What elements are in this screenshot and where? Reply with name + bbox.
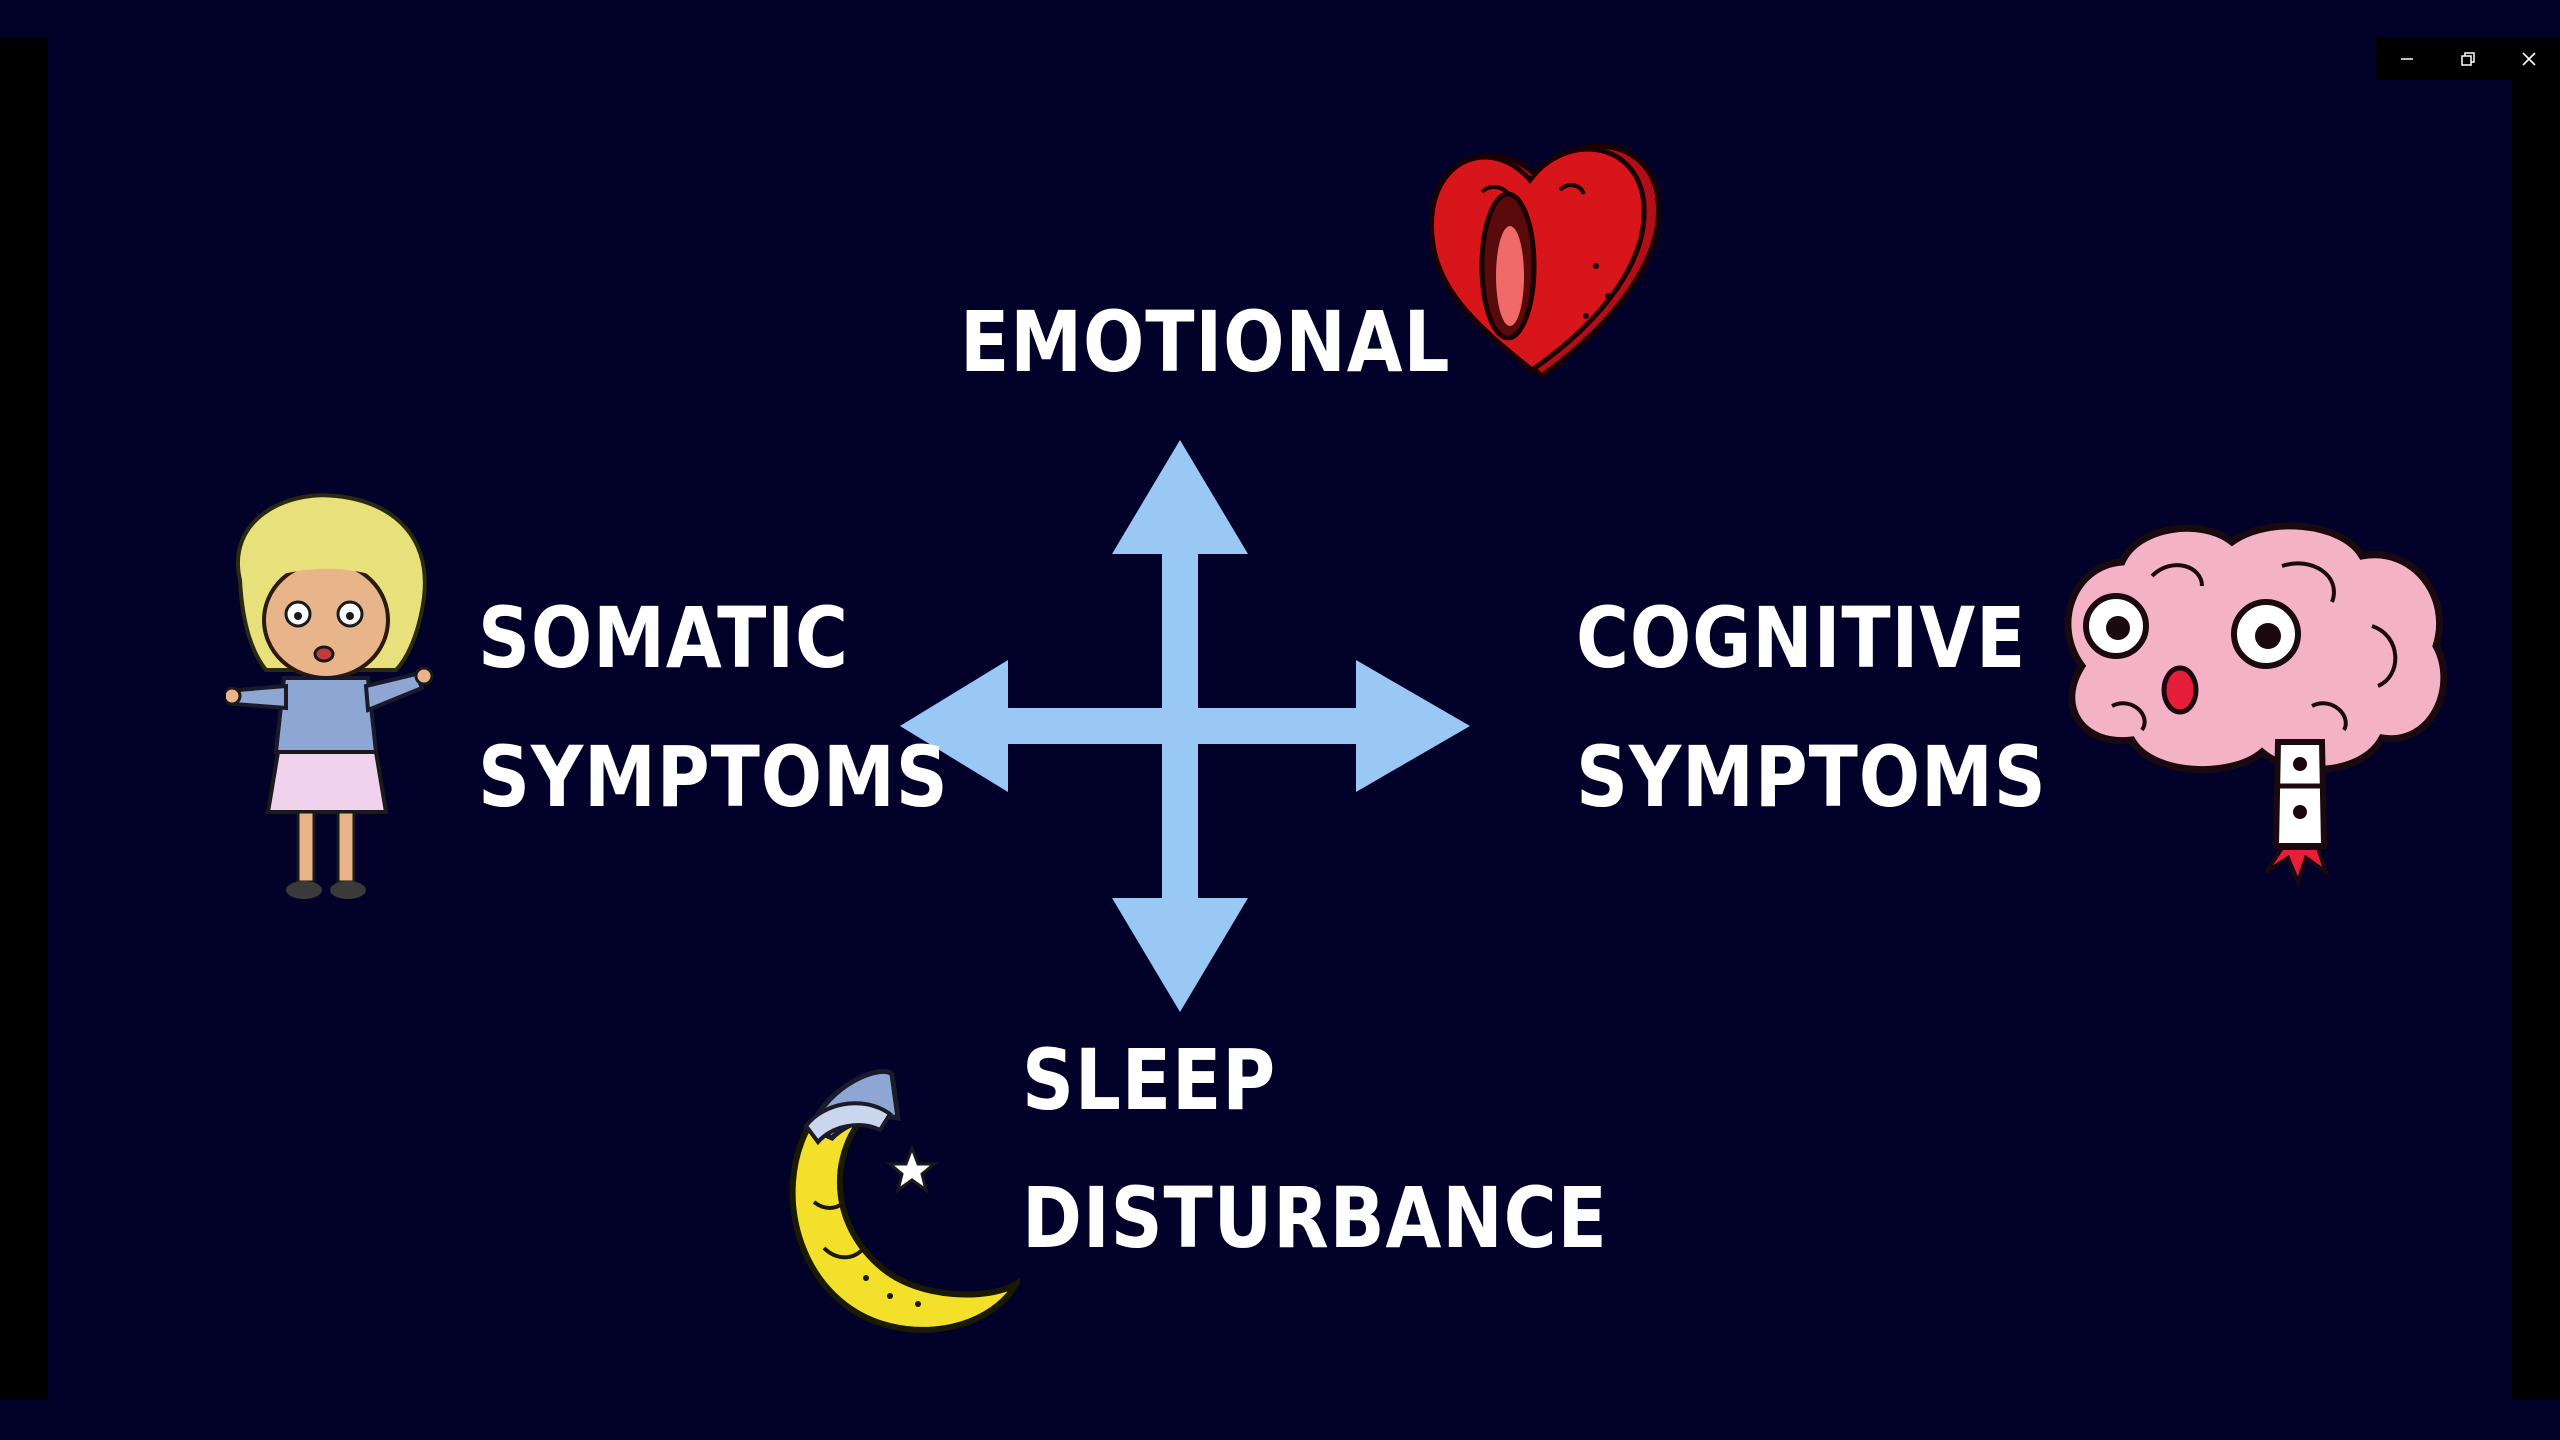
letterbox-right — [2512, 38, 2560, 1400]
four-way-arrow-icon — [900, 440, 1470, 1012]
minimize-button[interactable] — [2376, 38, 2437, 80]
somatic-label-line1: SOMATIC — [478, 589, 849, 687]
screaming-heart-illustration — [1428, 143, 1661, 380]
minimize-icon — [2400, 58, 2413, 60]
close-icon — [2521, 52, 2536, 66]
exploding-brain-illustration — [2064, 522, 2448, 888]
sleep-label-line1: SLEEP — [1022, 1031, 1277, 1129]
close-button[interactable] — [2498, 38, 2559, 80]
cognitive-label-line1: COGNITIVE — [1576, 589, 2027, 687]
restore-button[interactable] — [2437, 38, 2498, 80]
cognitive-label-line2: SYMPTOMS — [1576, 728, 2047, 826]
anxious-child-illustration — [226, 493, 434, 899]
restore-icon — [2460, 52, 2475, 66]
emotional-label: EMOTIONAL — [960, 293, 1451, 391]
sleeping-moon-illustration — [789, 1068, 1020, 1333]
sleep-label-line2: DISTURBANCE — [1022, 1169, 1608, 1267]
letterbox-left — [0, 38, 48, 1400]
window-controls — [2376, 38, 2560, 80]
somatic-label-line2: SYMPTOMS — [478, 728, 949, 826]
